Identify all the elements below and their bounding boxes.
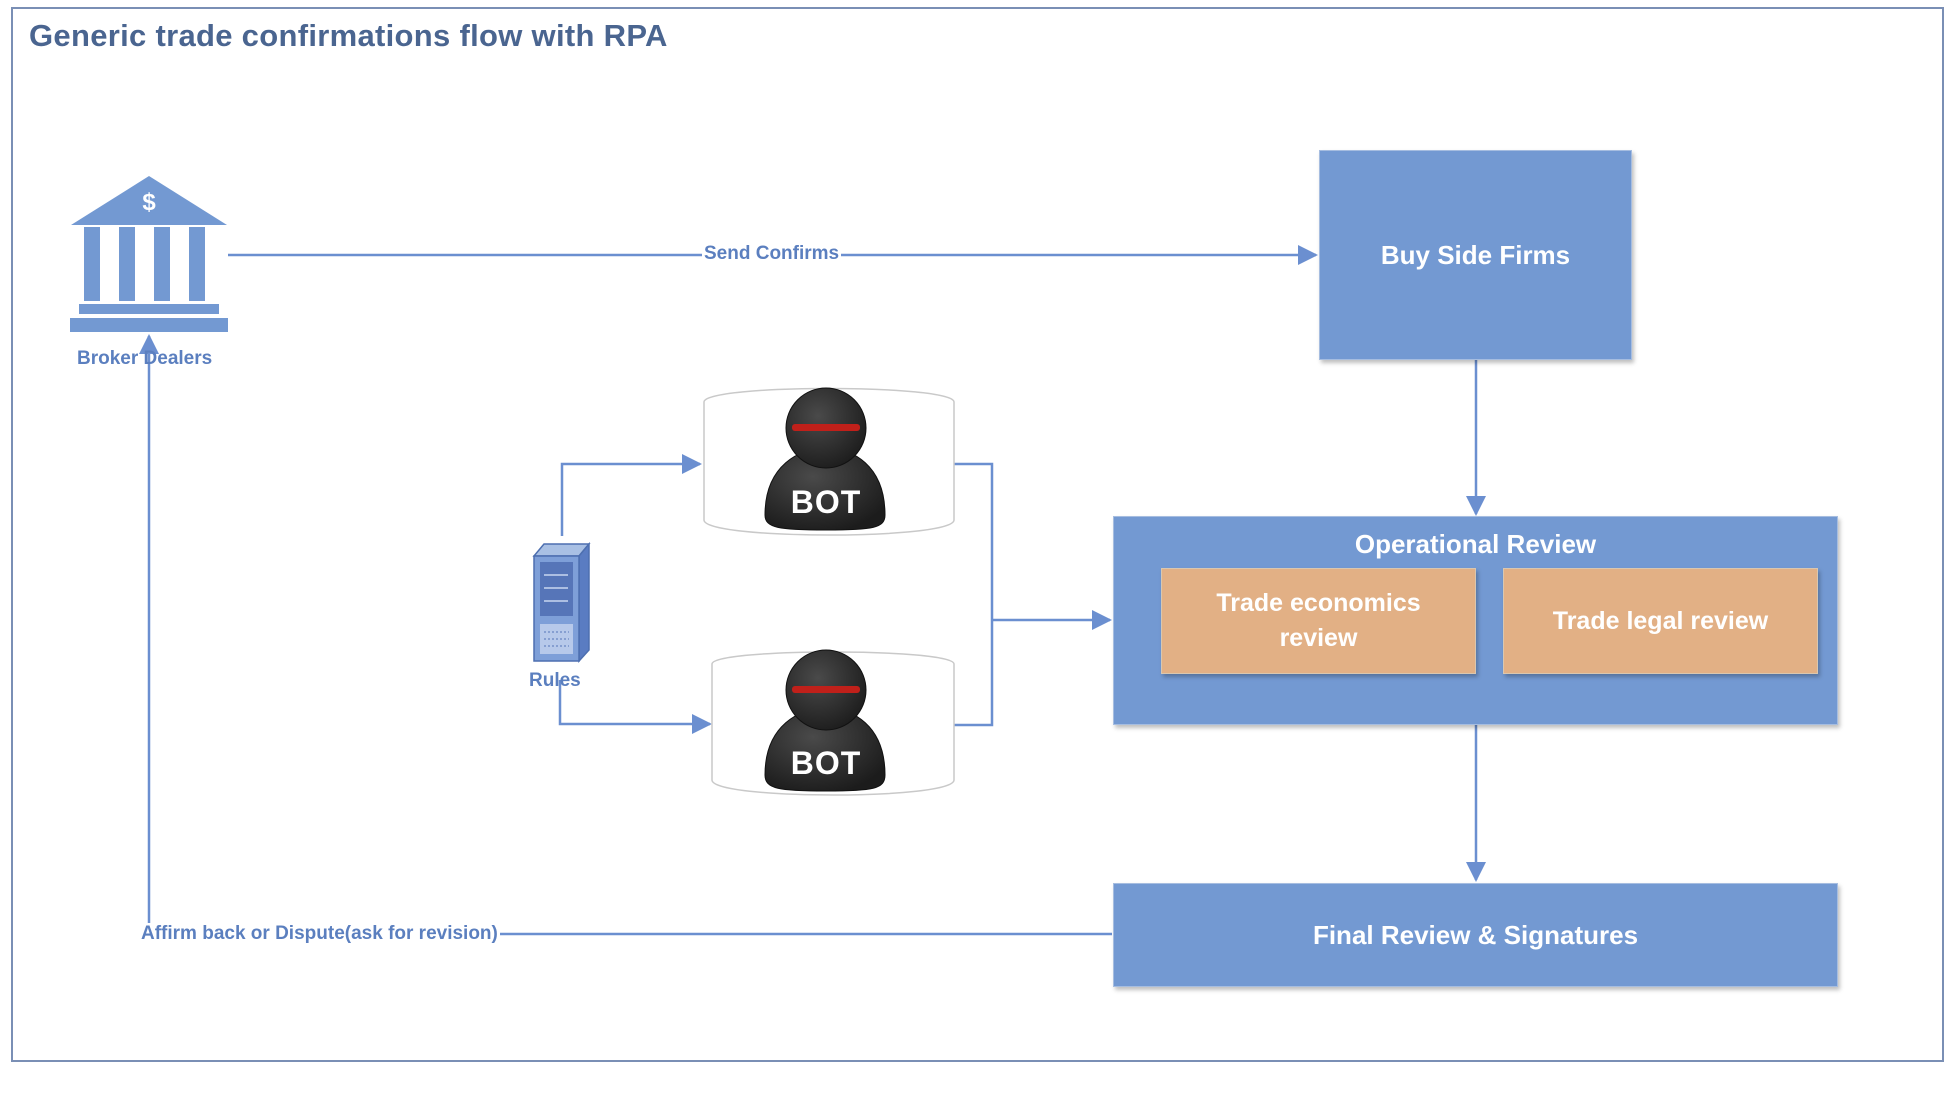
buy-side-firms-label: Buy Side Firms xyxy=(1380,239,1571,270)
bank-icon: $ xyxy=(70,176,228,332)
server-icon xyxy=(532,541,591,663)
diagram-title: Generic trade confirmations flow with RP… xyxy=(29,18,668,53)
edge-rules-to-bot-bottom xyxy=(558,680,712,734)
rules-label: Rules xyxy=(529,670,581,691)
edge-label-affirm-dispute: Affirm back or Dispute(ask for revision) xyxy=(139,923,500,945)
buy-side-firms-box: Buy Side Firms xyxy=(1319,150,1632,360)
operational-review-label: Operational Review xyxy=(1354,529,1597,559)
bot-icon xyxy=(764,649,886,792)
trade-economics-review-label: Trade economics review xyxy=(1216,589,1421,652)
diagram-frame xyxy=(11,7,1944,1062)
edge-rules-to-bot-top xyxy=(560,454,702,536)
edge-label-send-confirms: Send Confirms xyxy=(702,243,842,265)
trade-legal-review-label: Trade legal review xyxy=(1552,606,1769,635)
bot-bottom-label: BOT xyxy=(790,745,862,781)
svg-text:$: $ xyxy=(142,189,156,216)
broker-dealers-label: Broker Dealers xyxy=(77,348,213,369)
final-review-box: Final Review & Signatures xyxy=(1113,883,1838,987)
bot-icon xyxy=(764,387,886,531)
edge-affirm-dispute xyxy=(139,334,1112,936)
edge-bots-merge xyxy=(954,462,994,727)
final-review-label: Final Review & Signatures xyxy=(1312,919,1639,950)
bot-top-label: BOT xyxy=(790,484,862,520)
trade-economics-review-box: Trade economics review xyxy=(1161,568,1476,674)
trade-legal-review-box: Trade legal review xyxy=(1503,568,1818,674)
